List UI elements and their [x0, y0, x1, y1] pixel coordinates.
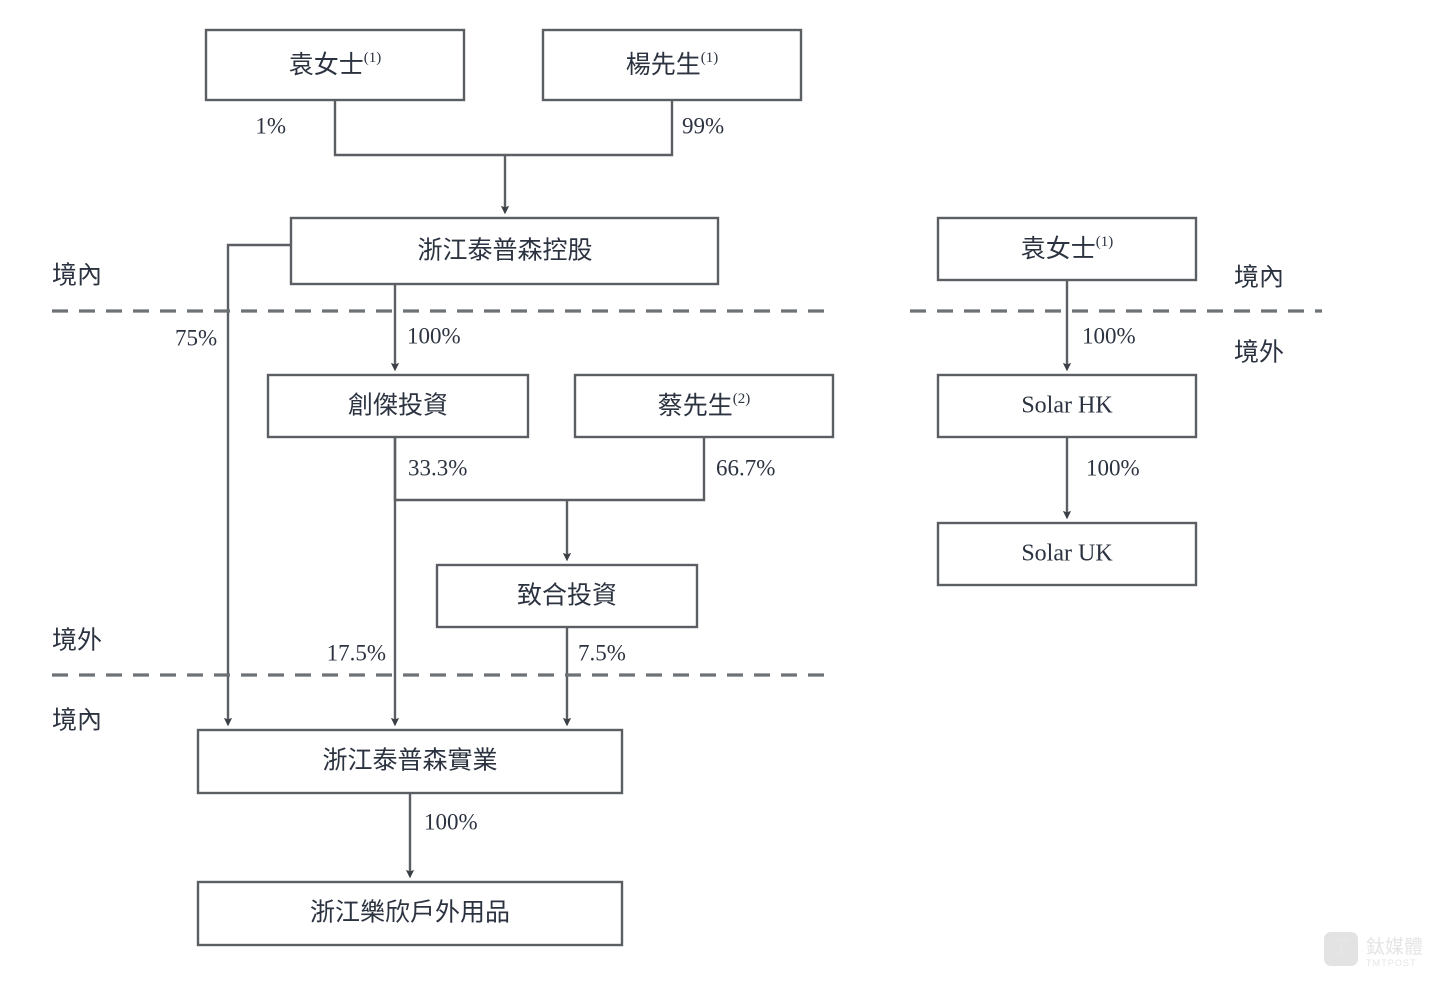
node-zhihe[interactable]: 致合投資	[435, 563, 699, 629]
node-yuan-right[interactable]: 袁女士(1)	[936, 216, 1198, 282]
node-chuangjie[interactable]: 創傑投資	[266, 373, 530, 439]
edge-label-layer: 1% 99% 75% 100% 33.3% 66.7% 17.5% 7.5% 1…	[175, 113, 1140, 834]
node-label-solar-uk: Solar UK	[1021, 541, 1113, 567]
zone-label-left-top: 境內	[52, 262, 102, 290]
node-sup-yuan-right: (1)	[1096, 234, 1114, 250]
edge-label-cai-to-zhihe: 66.7%	[716, 455, 775, 480]
edge-line-yuan-to-holding	[333, 100, 505, 157]
node-lexin[interactable]: 浙江樂欣戶外用品	[196, 880, 624, 947]
node-yang-top[interactable]: 楊先生(1)	[541, 28, 803, 102]
edge-line-cai-to-junction	[567, 437, 706, 502]
node-solar-hk[interactable]: Solar HK	[936, 373, 1198, 439]
node-taipusen-shiye[interactable]: 浙江泰普森實業	[196, 728, 624, 795]
watermark-brand-cn: 鈦媒體	[1366, 936, 1423, 958]
node-label-taipusen-shiye: 浙江泰普森實業	[322, 747, 497, 775]
watermark: T 鈦媒體 TMTPOST	[1324, 932, 1423, 968]
svg-text:蔡先生(2): 蔡先生(2)	[658, 391, 751, 419]
node-label-solar-hk: Solar HK	[1021, 393, 1113, 419]
zone-label-right-mid: 境外	[1234, 339, 1284, 367]
edge-label-yuan-to-holding: 1%	[255, 113, 286, 138]
node-label-yuan-right: 袁女士	[1021, 235, 1096, 263]
edge-label-shiye-to-lexin: 100%	[424, 809, 478, 834]
node-yuan-top[interactable]: 袁女士(1)	[204, 28, 466, 102]
node-sup-yuan-top: (1)	[364, 50, 382, 66]
node-taipusen-holding[interactable]: 浙江泰普森控股	[289, 216, 720, 286]
zone-label-left-mid: 境外	[52, 627, 102, 655]
zone-label-right-top: 境內	[1234, 264, 1284, 292]
edge-line-holding-to-shiye-75	[223, 243, 291, 727]
svg-text:楊先生(1): 楊先生(1)	[626, 50, 719, 78]
watermark-logo-glyph: T	[1333, 934, 1348, 962]
watermark-brand-en: TMTPOST	[1366, 958, 1417, 968]
node-sup-yang-top: (1)	[701, 50, 719, 66]
edge-label-zhihe-to-shiye: 7.5%	[578, 640, 626, 665]
edge-label-holding-to-chuangjie: 100%	[407, 323, 461, 348]
edge-label-chuangjie-to-zhihe: 33.3%	[408, 455, 467, 480]
node-solar-uk[interactable]: Solar UK	[936, 521, 1198, 587]
node-label-zhihe: 致合投資	[517, 582, 617, 610]
node-cai[interactable]: 蔡先生(2)	[573, 373, 835, 439]
node-label-chuangjie: 創傑投資	[348, 392, 448, 420]
edge-label-solarhk-to-solaruk: 100%	[1086, 455, 1140, 480]
zone-label-left-bottom: 境內	[52, 707, 102, 735]
svg-text:袁女士(1): 袁女士(1)	[289, 50, 382, 78]
node-label-yuan-top: 袁女士	[289, 51, 364, 79]
divider-layer	[52, 309, 1322, 677]
node-label-yang-top: 楊先生	[626, 51, 701, 79]
node-label-lexin: 浙江樂欣戶外用品	[310, 899, 510, 927]
edge-layer	[223, 100, 1072, 879]
svg-text:袁女士(1): 袁女士(1)	[1021, 234, 1114, 262]
zone-label-layer: 境內 境外 境內 境內 境外	[52, 262, 1284, 735]
edge-label-yuan-to-solarhk: 100%	[1082, 323, 1136, 348]
edge-line-yang-to-holding	[505, 100, 674, 157]
edge-label-chuangjie-to-shiye: 17.5%	[327, 640, 386, 665]
node-label-cai: 蔡先生	[658, 392, 733, 420]
node-label-taipusen-holding: 浙江泰普森控股	[417, 237, 592, 265]
node-layer: 袁女士(1) 楊先生(1) 浙江泰普森控股 創傑投資 蔡先生(2	[196, 28, 1198, 947]
edge-label-yang-to-holding: 99%	[682, 113, 724, 138]
watermark-logo-badge	[1324, 932, 1358, 966]
edge-label-holding-to-shiye: 75%	[175, 325, 217, 350]
node-sup-cai: (2)	[733, 391, 751, 407]
